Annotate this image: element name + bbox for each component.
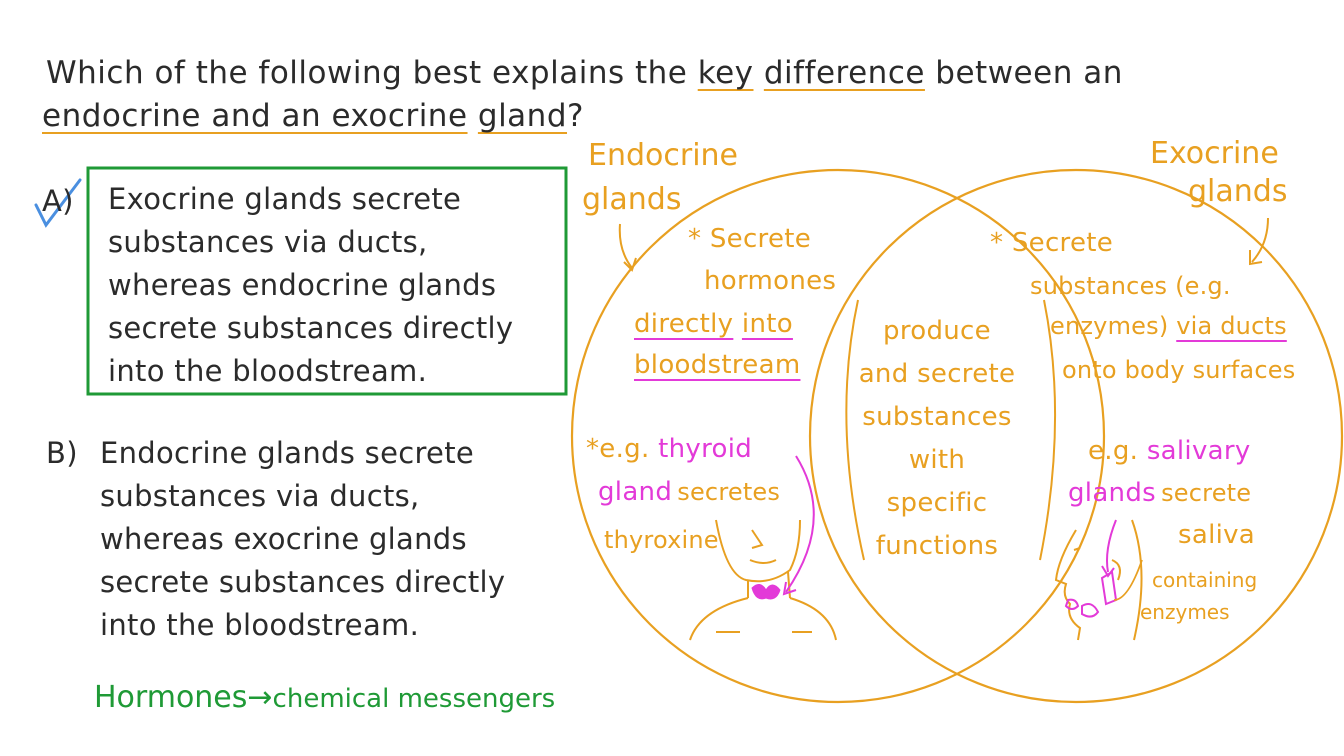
left-bloodstream: bloodstream [634, 350, 801, 380]
right-via-ducts: via ducts [1176, 312, 1287, 340]
center-line: produce [883, 316, 991, 346]
left-thyroxine: thyroxine [604, 526, 719, 554]
thyroid-icon [751, 584, 781, 600]
neck-sketch-icon [689, 519, 837, 641]
center-line: with [908, 445, 966, 475]
exocrine-circle [808, 168, 1344, 704]
left-into: into [741, 309, 793, 339]
face-profile-sketch-icon [1054, 519, 1143, 641]
option-b-line: substances via ducts, [100, 479, 420, 513]
right-example-line-1: e.g. salivary [1088, 436, 1251, 466]
right-saliva: saliva [1178, 520, 1256, 550]
question-line-2: endocrine and an exocrine gland? [42, 98, 584, 134]
center-line: functions [875, 531, 999, 561]
option-a-line: secrete substances directly [108, 311, 514, 345]
right-example-line-2: glands secrete [1068, 478, 1252, 508]
option-b[interactable]: Endocrine glands secrete substances via … [100, 432, 505, 647]
right-onto-body-surfaces: onto body surfaces [1062, 356, 1296, 384]
question-text: Which of the following best explains the [46, 55, 688, 91]
center-line: and secrete [858, 359, 1016, 389]
note-arrow-icon: → [247, 680, 273, 715]
left-example-line-1: *e.g. thyroid [586, 434, 753, 464]
left-example-line-2: gland secretes [598, 477, 781, 507]
right-containing: containing [1152, 568, 1258, 592]
option-a[interactable]: Exocrine glands secrete substances via d… [108, 178, 513, 393]
left-directly-into: directly into [634, 309, 793, 339]
right-title-line-1: Exocrine [1150, 136, 1279, 171]
right-secrete: * Secrete [990, 228, 1114, 258]
option-b-letter[interactable]: B) [46, 436, 78, 470]
question-text-end: between an [935, 55, 1123, 91]
option-a-line: whereas endocrine glands [108, 268, 497, 302]
center-line: specific [886, 488, 988, 518]
check-icon [34, 178, 82, 228]
right-salivary: salivary [1146, 436, 1251, 466]
question-key-word: key [697, 55, 754, 91]
left-secrete: * Secrete [688, 224, 812, 254]
right-enzymes-via-ducts: enzymes) via ducts [1050, 312, 1287, 340]
question-line-1: Which of the following best explains the… [46, 55, 1123, 91]
right-substances: substances (e.g. [1030, 272, 1231, 300]
left-hormones: hormones [704, 266, 837, 296]
endocrine-circle [570, 168, 1106, 704]
answer-box [86, 166, 568, 396]
left-thyroid: thyroid [658, 434, 753, 464]
right-title-line-2: glands [1188, 174, 1288, 209]
center-text: produce and secrete substances with spec… [842, 310, 1032, 568]
hormones-note: Hormones→chemical messengers [94, 680, 555, 715]
option-b-line: secrete substances directly [100, 565, 506, 599]
option-a-line: substances via ducts, [108, 225, 428, 259]
option-a-letter[interactable]: A) [42, 184, 74, 218]
left-title-line-1: Endocrine [588, 138, 738, 173]
question-difference-word: difference [763, 55, 925, 91]
left-title-arrow-icon [618, 223, 633, 269]
note-hormones: Hormones [94, 680, 248, 715]
left-directly: directly [634, 309, 734, 339]
option-b-line: Endocrine glands secrete [100, 436, 475, 470]
left-title-line-2: glands [582, 182, 682, 217]
option-a-line: Exocrine glands secrete [108, 182, 462, 216]
question-endocrine-phrase: endocrine and an exocrine [42, 98, 468, 134]
question-mark: ? [567, 98, 584, 134]
option-b-line: whereas exocrine glands [100, 522, 467, 556]
center-line: substances [862, 402, 1012, 432]
note-chemical-messengers: chemical messengers [272, 684, 556, 714]
option-a-line: into the bloodstream. [108, 354, 428, 388]
right-enzymes: enzymes [1140, 600, 1230, 624]
option-b-line: into the bloodstream. [100, 608, 420, 642]
question-gland-word: gland [477, 98, 568, 134]
right-title-arrow-icon [1251, 217, 1269, 263]
